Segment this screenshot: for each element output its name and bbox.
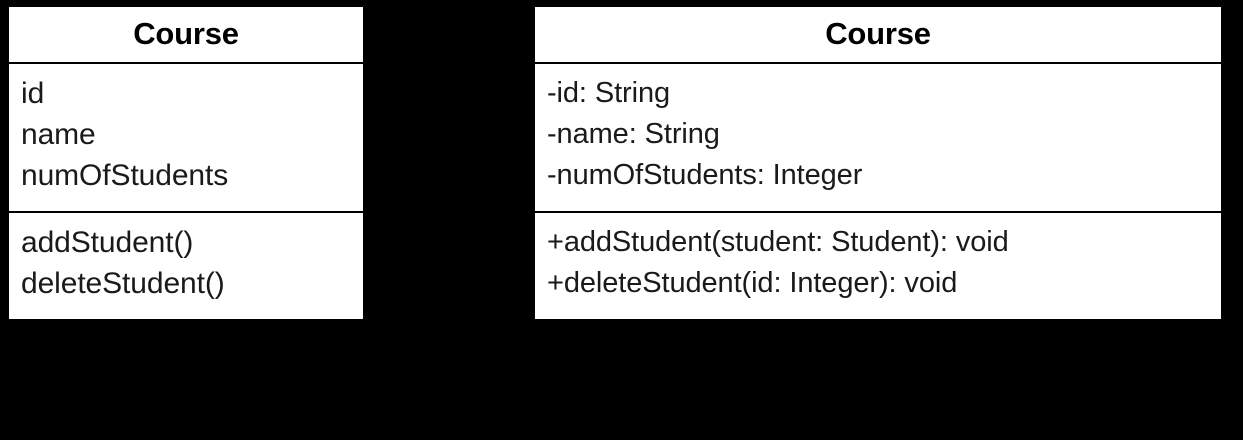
operation-row: deleteStudent() [21,267,225,300]
attributes-compartment: id name numOfStudents [9,64,363,213]
operations-compartment: +addStudent(student: Student): void +del… [535,213,1221,319]
class-name-header: Course [9,7,363,64]
attribute-row: id [21,77,45,110]
attribute-row: name [21,118,96,151]
attribute-row: -name: String [547,118,720,150]
operation-row: +deleteStudent(id: Integer): void [547,267,958,299]
class-name-header: Course [535,7,1221,64]
attributes-compartment: -id: String -name: String -numOfStudents… [535,64,1221,213]
attribute-row: -numOfStudents: Integer [547,159,863,191]
operations-compartment: addStudent() deleteStudent() [9,213,363,319]
operation-row: +addStudent(student: Student): void [547,226,1009,258]
uml-class-course-detailed[interactable]: Course -id: String -name: String -numOfS… [533,5,1223,321]
uml-class-course-simple[interactable]: Course id name numOfStudents addStudent(… [7,5,365,321]
operation-row: addStudent() [21,226,194,259]
attribute-row: numOfStudents [21,159,229,192]
attribute-row: -id: String [547,77,670,109]
